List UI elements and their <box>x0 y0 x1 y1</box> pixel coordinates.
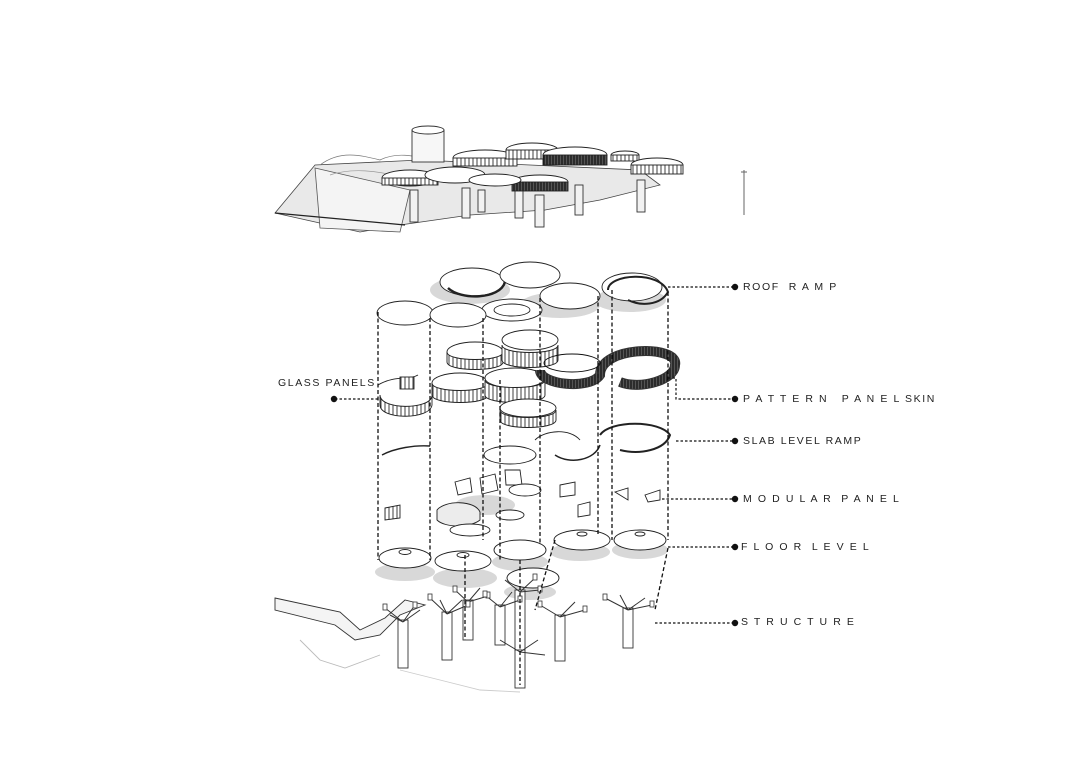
label-floor-level: F L O O R L E V E L <box>741 541 871 553</box>
branch-caps <box>382 573 655 613</box>
slab-level-ramp-layer <box>381 422 672 465</box>
perspective-roof-discs <box>381 142 684 192</box>
alignment-dashed-lines <box>377 290 669 685</box>
building-perspective-view <box>274 125 747 233</box>
label-structure: S T R U C T U R E <box>741 616 856 628</box>
floor-level-layer <box>378 529 667 589</box>
terrain-face <box>314 167 411 233</box>
exploded-view <box>274 261 739 693</box>
section-marker <box>741 170 747 215</box>
roof-ramp-layer <box>376 261 670 328</box>
label-modular-panel: M O D U L A R P A N E L <box>743 493 901 505</box>
label-pattern-panel-skin: P A T T E R N P A N E L SKIN <box>743 393 936 405</box>
pattern-panel-skin-layer <box>377 329 680 428</box>
label-roof-ramp: ROOF R A M P <box>743 281 838 293</box>
label-glass-panels: GLASS PANELS <box>278 377 376 389</box>
modular-panel-layer <box>384 469 661 537</box>
label-slab-level-ramp: SLAB LEVEL RAMP <box>743 435 863 447</box>
label-dots <box>330 283 739 627</box>
water-tower <box>411 125 445 163</box>
label-leaders <box>335 286 733 624</box>
